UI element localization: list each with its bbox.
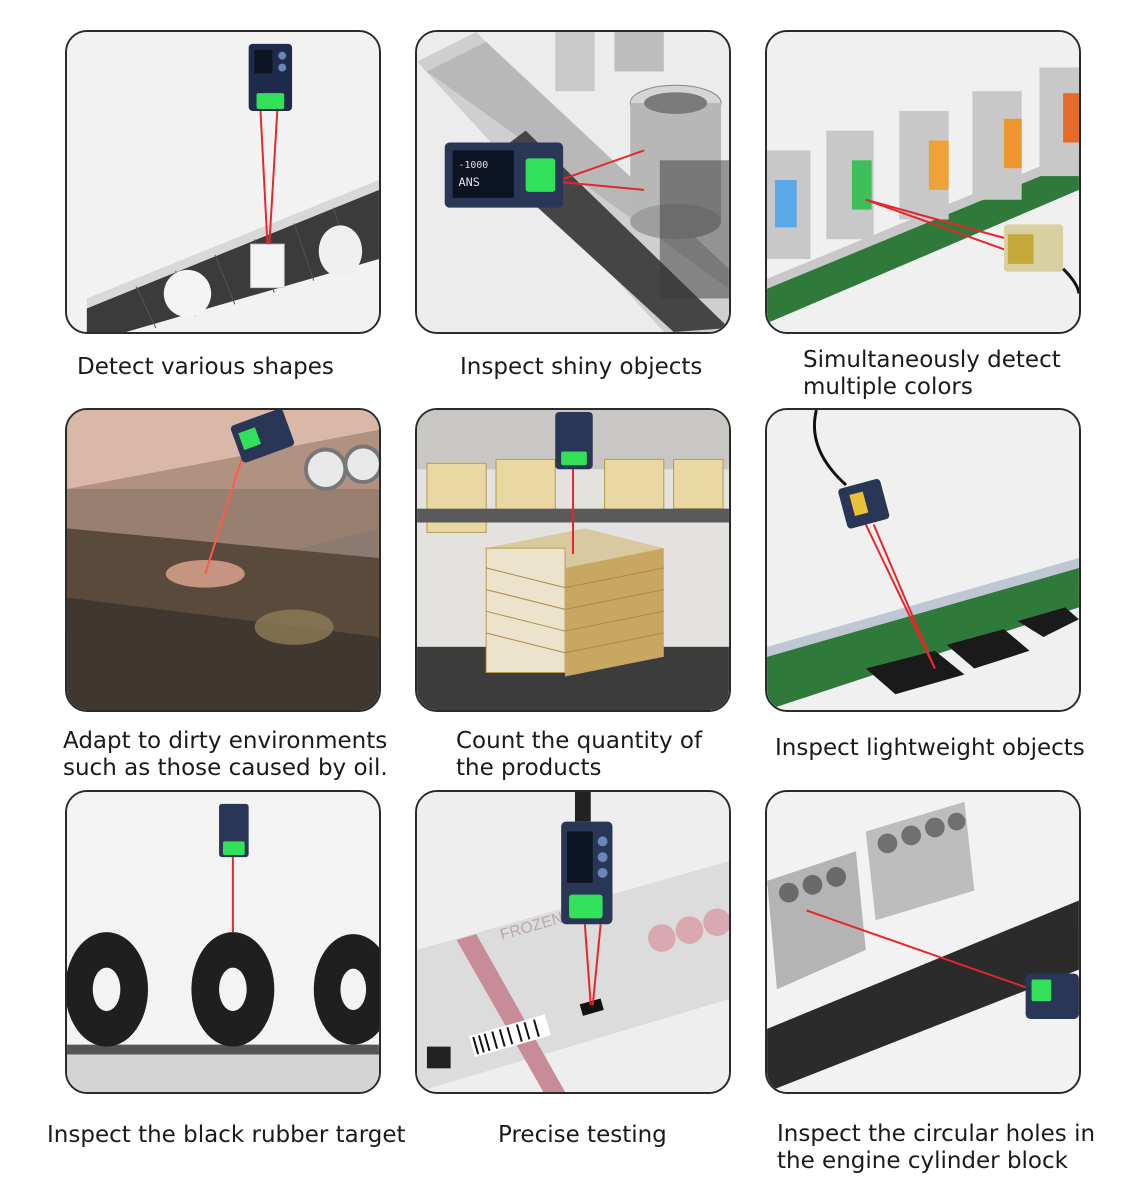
caption-dirty-environments: Adapt to dirty environments such as thos…	[63, 728, 388, 781]
sensor-icon	[561, 821, 613, 925]
sensor-icon	[248, 43, 293, 111]
caption-detect-shapes: Detect various shapes	[77, 354, 334, 380]
engine-block	[767, 801, 975, 990]
lightweight-objects-illustration	[767, 410, 1079, 710]
tire-row	[67, 932, 379, 1047]
panel-detect-shapes	[65, 30, 381, 334]
panel-precise-testing: FROZEN FOOD	[415, 790, 731, 1094]
panel-count-quantity	[415, 408, 731, 712]
caption-multiple-colors: Simultaneously detect multiple colors	[803, 347, 1061, 400]
caption-count-quantity: Count the quantity of the products	[456, 728, 703, 781]
multiple-colors-illustration	[767, 32, 1079, 332]
panel-black-rubber	[65, 790, 381, 1094]
shapes-illustration	[67, 32, 379, 332]
sensor-icon	[230, 410, 295, 463]
caption-engine-cylinder: Inspect the circular holes in the engine…	[777, 1121, 1096, 1174]
engine-cylinder-illustration	[767, 792, 1079, 1092]
dirty-environment-illustration	[67, 410, 379, 710]
caption-shiny-objects: Inspect shiny objects	[460, 354, 703, 380]
panel-multiple-colors	[765, 30, 1081, 334]
caption-precise-testing: Precise testing	[498, 1122, 667, 1148]
black-rubber-illustration	[67, 792, 379, 1092]
sensor-readout-bottom: ANS	[459, 175, 480, 189]
panel-shiny-objects: -1000 ANS	[415, 30, 731, 334]
sensor-icon	[1003, 224, 1064, 272]
sensor-icon	[219, 803, 249, 858]
count-quantity-illustration	[417, 410, 729, 710]
caption-black-rubber: Inspect the black rubber target	[47, 1122, 406, 1148]
sensor-icon	[1025, 973, 1079, 1019]
sensor-icon	[555, 411, 593, 470]
sensor-readout-top: -1000	[459, 160, 489, 171]
sensor-icon	[838, 479, 890, 529]
sensor-icon: -1000 ANS	[444, 142, 564, 208]
shiny-objects-illustration: -1000 ANS	[417, 32, 729, 332]
precise-testing-illustration: FROZEN FOOD	[417, 792, 729, 1092]
panel-dirty-environments	[65, 408, 381, 712]
panel-lightweight-objects	[765, 408, 1081, 712]
panel-engine-cylinder	[765, 790, 1081, 1094]
stacked-boxes	[485, 528, 664, 677]
caption-lightweight-objects: Inspect lightweight objects	[775, 735, 1085, 761]
